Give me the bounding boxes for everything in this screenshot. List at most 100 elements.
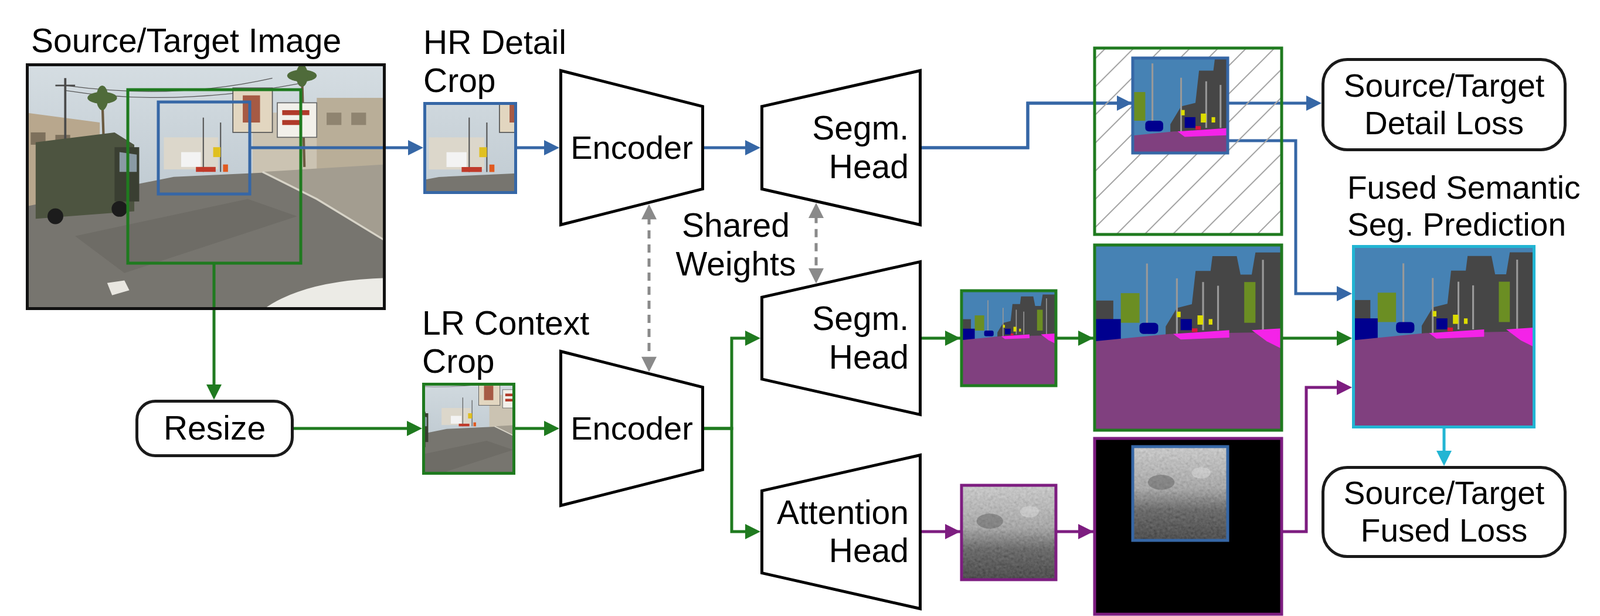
resize-box: Resize [135,399,294,458]
arrow-head [206,384,222,400]
context-prediction-maps [1078,330,1094,346]
shared-weights-label: Shared Weights [668,206,804,284]
block-text: Encoder [559,128,705,167]
encoder-block: Encoder [559,350,705,508]
arrow-head [544,420,560,437]
connector-line [212,310,216,388]
hr-detail-crop: HR Detail Crop [423,102,518,195]
block-text: Encoder [559,409,705,448]
attention-maps [1132,446,1228,541]
connector-line [1442,428,1446,454]
arrow-head [1436,450,1452,467]
trapezoid-shape [762,70,921,226]
context-prediction-maps [945,245,1282,431]
connector-line [517,146,548,150]
context-prediction-maps [961,290,1056,386]
attention-head: Attention Head [760,453,922,611]
arrow-head [745,524,761,540]
source-photo [25,63,386,311]
source-image: Source/Target Image [25,63,386,311]
connector-line [647,216,651,360]
connector [641,204,657,373]
block-text: Segm. Head [762,109,909,186]
connector [808,202,824,284]
attention-maps [1078,524,1094,540]
loss-box: Source/Target Fused Loss [1321,466,1567,559]
trapezoid-shape [762,262,921,416]
block-label: Attention Head [762,493,909,571]
connector [704,428,761,540]
connector [515,420,560,437]
connector [385,140,424,156]
attention-maps [1132,446,1228,541]
arrow-head [1336,330,1352,346]
block-text: Attention Head [762,493,909,571]
arrow-head [1336,286,1352,302]
detail-prediction-panel [1094,45,1282,235]
connector-line [704,146,749,150]
context-prediction-maps [961,290,1056,386]
attention-maps [961,485,1056,580]
attention-maps [1094,438,1282,615]
detail-prediction-panel [1102,45,1282,226]
attention-maps [961,485,1056,580]
lr-context-crop: LR Context Crop [422,382,516,475]
arrow-head [544,140,560,156]
arrow-head [745,330,761,346]
connector-line [704,428,749,532]
attention-maps [1132,446,1228,541]
arrow-head [408,140,424,156]
source-photo [249,146,386,150]
arrow-head [641,357,657,373]
connector [1436,428,1452,467]
block-text: Segm. Head [762,299,909,377]
fused-prediction-map [1351,245,1536,429]
block-label: Encoder [559,409,705,448]
encoder-block: Encoder [559,69,705,227]
block-label: Segm. Head [762,299,909,377]
detail-prediction-panel [1102,45,1282,226]
context-prediction-maps [945,330,961,346]
arrow-head [808,268,824,284]
box-text: Source/Target Fused Loss [1326,474,1562,550]
fused-prediction-map [1351,245,1536,429]
source-photo [212,263,216,311]
connector [517,140,560,156]
connector-line [515,427,548,431]
source-photo [25,63,386,311]
attention-maps [945,524,961,540]
block-label: Segm. Head [762,109,909,186]
segmentation-head: Segm. Head [760,260,922,417]
connector-line [704,338,749,429]
crop-thumbnails [367,368,562,500]
segmentation-head: Segm. Head [760,69,922,227]
arrow-head [406,420,423,437]
image-heading: Source/Target Image [31,21,395,61]
connector [704,140,761,156]
crop-thumbnails [367,368,562,500]
trapezoid-shape [762,455,921,610]
box-text: Source/Target Detail Loss [1326,67,1562,142]
context-prediction-maps [1094,245,1282,431]
loss-box: Source/Target Detail Loss [1321,58,1567,152]
box-text: Resize [163,409,266,448]
arrow-head [1336,379,1352,396]
prediction-heading: Fused Semantic Seg. Prediction [1347,169,1589,244]
fused-prediction: Fused Semantic Seg. Prediction [1351,245,1536,429]
source-photo [25,63,386,311]
source-photo [158,102,250,195]
arrow-head [745,140,761,156]
block-label: Encoder [559,128,705,167]
arrow-head [808,202,824,219]
connector [704,330,761,429]
arrow-head [1306,95,1322,111]
detail-prediction-panel [1116,95,1133,111]
context-prediction-maps [961,290,1056,386]
connector [206,310,222,400]
context-prediction-maps [1094,245,1282,431]
connector-line [814,215,818,272]
source-photo [127,89,301,264]
connector-line [385,146,411,150]
connector-line [293,427,410,431]
context-prediction-maps [1094,245,1282,431]
